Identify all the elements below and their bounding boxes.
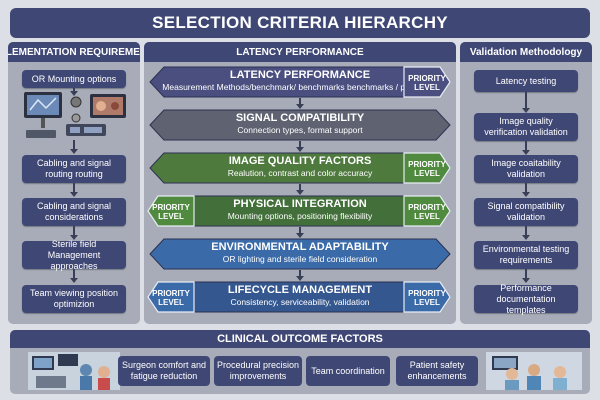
left-item-sterile-field: Sterile field Management approaches: [22, 239, 126, 271]
factor-procedural-precision: Procedural precision improvements: [214, 356, 302, 386]
surgeons-photo: [486, 352, 582, 390]
tier-title: SIGNAL COMPATIBILITY: [235, 112, 365, 124]
flow-arrow: [70, 183, 78, 197]
tier-title: PHYSICAL INTEGRATION: [233, 198, 367, 210]
right-item-latency-testing: Latency testing: [474, 70, 578, 92]
flow-arrow: [296, 270, 304, 281]
badge-shape: [403, 281, 451, 313]
tier-description: Measurement Methods/benchmark/ benchmark…: [162, 82, 438, 92]
flow-arrow: [522, 141, 530, 155]
left-item-team-viewing: Team viewing position optimizion: [22, 285, 126, 313]
flow-arrow: [70, 269, 78, 283]
clinical-outcome-header: CLINICAL OUTCOME FACTORS: [10, 330, 590, 348]
validation-methodology-header: Validation Methodology: [460, 42, 592, 62]
flow-arrow: [296, 184, 304, 195]
flow-arrow: [522, 92, 530, 113]
clinical-outcome-panel: CLINICAL OUTCOME FACTORS Surgeon comfort…: [10, 330, 590, 394]
badge-shape: [147, 195, 195, 227]
tier-title: LIFECYCLE MANAGEMENT: [227, 284, 373, 296]
surgical-team-photo: [28, 352, 120, 390]
page-title: SELECTION CRITERIA HIERARCHY: [10, 8, 590, 38]
tier-title: ENVIRONMENTAL ADAPTABILITY: [211, 241, 389, 253]
flow-arrow: [70, 226, 78, 240]
flow-arrow: [70, 88, 78, 96]
tier-title: LATENCY PERFORMANCE: [229, 69, 371, 81]
flow-arrow: [70, 140, 78, 154]
factor-patient-safety: Patient safety enhancements: [396, 356, 478, 386]
flow-arrow: [522, 183, 530, 197]
flow-arrow: [296, 98, 304, 109]
right-item-performance-documentation: Performance documentation templates: [474, 283, 578, 315]
badge-shape: [403, 195, 451, 227]
badge-shape: [403, 152, 451, 184]
tier-description: Mounting options, positioning flexibilit…: [227, 211, 373, 221]
tier-arrow-shape: [149, 238, 451, 270]
tier-description: OR lighting and sterile field considerat…: [222, 254, 378, 264]
factor-team-coordination: Team coordination: [306, 356, 390, 386]
left-item-cabling-routing: Cabling and signal routing routing: [22, 155, 126, 183]
implementation-requirements-panel: IMPLEMENTATION REQUIREMENTS OR Mounting …: [8, 42, 140, 324]
tier-description: Connection types, format support: [237, 125, 363, 135]
right-item-image-coaitability: Image coaitability validation: [474, 155, 578, 183]
left-item-cabling-considerations: Cabling and signal considerations: [22, 198, 126, 226]
flow-arrow: [522, 269, 530, 283]
latency-performance-header: LATENCY PERFORMANCE: [144, 42, 456, 62]
implementation-requirements-header: IMPLEMENTATION REQUIREMENTS: [8, 42, 140, 62]
flow-arrow: [296, 227, 304, 238]
badge-shape: [403, 66, 451, 98]
factor-surgeon-comfort: Surgeon comfort and fatigue reduction: [118, 356, 210, 386]
flow-arrow: [296, 141, 304, 152]
tier-description: Consistency, serviceability, validation: [230, 297, 370, 307]
tier-description: Realution, contrast and color accuracy: [227, 168, 373, 178]
badge-shape: [147, 281, 195, 313]
right-item-image-quality-validation: Image quality verification validation: [474, 113, 578, 141]
right-item-environmental-testing: Environmental testing requirements: [474, 241, 578, 269]
or-equipment-illustration: [24, 92, 126, 138]
right-item-signal-compatibility: Signal compatibility validation: [474, 198, 578, 226]
tier-title: IMAGE QUALITY FACTORS: [228, 155, 372, 167]
flow-arrow: [522, 226, 530, 240]
left-item-or-mounting: OR Mounting options: [22, 70, 126, 88]
validation-methodology-panel: Validation Methodology Latency testing I…: [460, 42, 592, 324]
tier-arrow-shape: [149, 109, 451, 141]
